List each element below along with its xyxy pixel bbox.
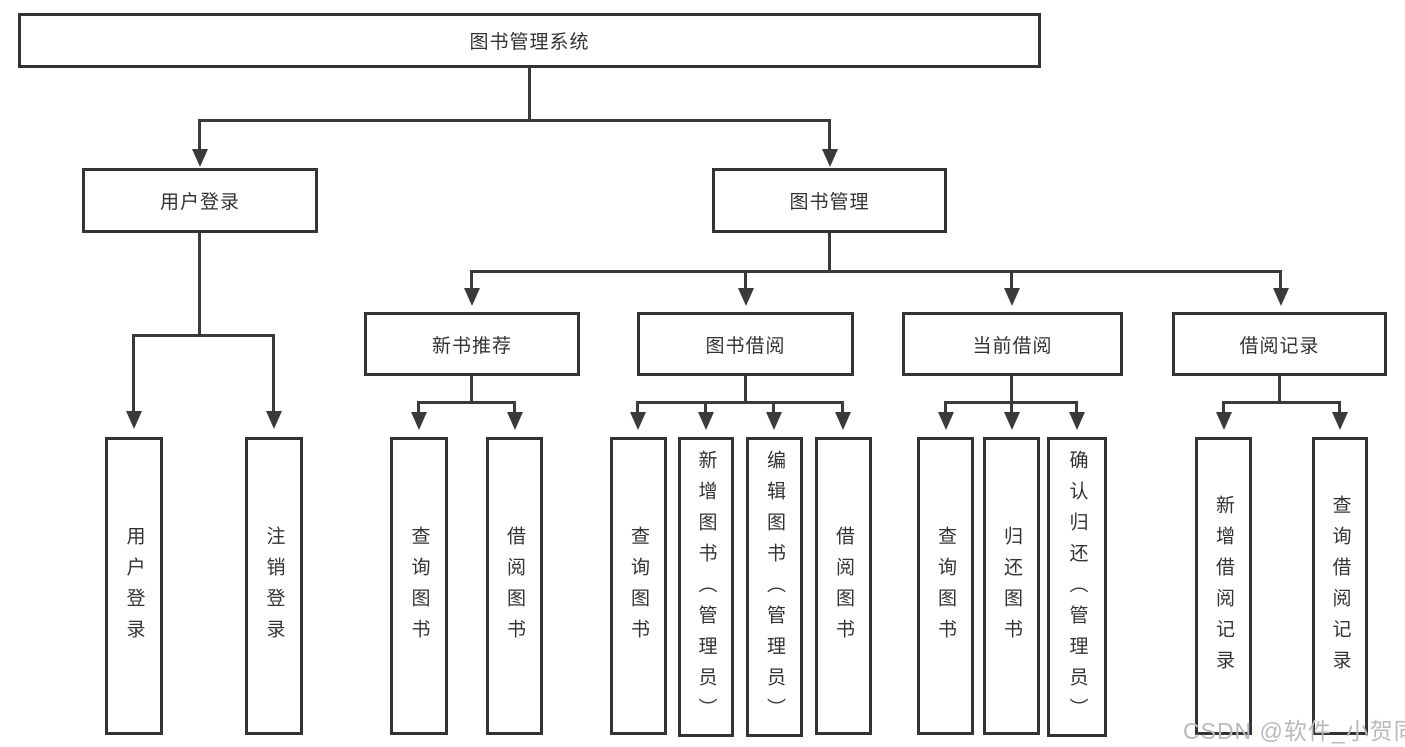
arrow-borrow bbox=[738, 288, 754, 306]
connector-drop-recommend bbox=[470, 270, 473, 289]
arrow-g3-1 bbox=[630, 412, 646, 430]
connector-records-rail bbox=[1222, 401, 1341, 404]
connector-drop-records bbox=[1279, 270, 1282, 289]
arrow-g4-1 bbox=[938, 412, 954, 430]
connector-drop-leaf-login bbox=[132, 334, 135, 412]
connector-borrow-stem bbox=[744, 376, 747, 404]
connector-drop-current bbox=[1010, 270, 1013, 289]
leaf-query-books-borrow: 查询图书 bbox=[610, 437, 667, 735]
connector-drop-g3-3 bbox=[772, 401, 775, 413]
arrow-g5-1 bbox=[1216, 412, 1232, 430]
arrow-g3-4 bbox=[835, 412, 851, 430]
arrow-leaf-logout bbox=[266, 411, 282, 429]
connector-drop-leaf-logout bbox=[272, 334, 275, 412]
leaf-logout: 注销登录 bbox=[245, 437, 303, 735]
node-book-management: 图书管理 bbox=[712, 168, 947, 233]
connector-borrow-rail bbox=[636, 401, 844, 404]
arrow-user-login bbox=[192, 149, 208, 167]
leaf-user-login: 用户登录 bbox=[105, 437, 163, 735]
node-root: 图书管理系统 bbox=[18, 13, 1041, 68]
connector-drop-user-login bbox=[198, 119, 201, 151]
leaf-return-book: 归还图书 bbox=[983, 437, 1040, 735]
connector-recommend-stem bbox=[470, 376, 473, 404]
connector-bookmgmt-rail bbox=[470, 270, 1282, 273]
node-new-book-recommend: 新书推荐 bbox=[364, 312, 580, 376]
connector-drop-borrow bbox=[744, 270, 747, 289]
connector-root-stem bbox=[528, 68, 531, 121]
connector-drop-g4-3 bbox=[1075, 401, 1078, 413]
connector-drop-g5-2 bbox=[1338, 401, 1341, 413]
connector-drop-g5-1 bbox=[1222, 401, 1225, 413]
arrow-g4-2 bbox=[1004, 412, 1020, 430]
connector-drop-g3-2 bbox=[704, 401, 707, 413]
leaf-confirm-return-admin: 确认归还（管理员） bbox=[1047, 437, 1107, 737]
node-user-login: 用户登录 bbox=[82, 168, 318, 233]
arrow-g3-2 bbox=[698, 412, 714, 430]
arrow-book-management bbox=[822, 149, 838, 167]
connector-current-stem bbox=[1010, 376, 1013, 404]
connector-recommend-rail bbox=[417, 401, 516, 404]
leaf-query-books-recommend: 查询图书 bbox=[390, 437, 448, 735]
arrow-g2-1 bbox=[411, 412, 427, 430]
arrow-g4-3 bbox=[1069, 412, 1085, 430]
node-book-borrow: 图书借阅 bbox=[637, 312, 854, 376]
leaf-edit-book-admin: 编辑图书（管理员） bbox=[746, 437, 803, 737]
leaf-add-book-admin: 新增图书（管理员） bbox=[678, 437, 734, 737]
connector-drop-g2-1 bbox=[417, 401, 420, 413]
connector-bookmgmt-stem bbox=[828, 233, 831, 273]
arrow-g2-2 bbox=[507, 412, 523, 430]
node-current-borrow: 当前借阅 bbox=[902, 312, 1123, 376]
connector-root-rail bbox=[198, 119, 831, 122]
node-borrow-records: 借阅记录 bbox=[1172, 312, 1387, 376]
connector-drop-g3-1 bbox=[636, 401, 639, 413]
arrow-current bbox=[1004, 288, 1020, 306]
leaf-borrow-books-borrow: 借阅图书 bbox=[815, 437, 872, 735]
csdn-watermark: CSDN @软件_小贺同学 bbox=[1183, 718, 1405, 744]
arrow-g3-3 bbox=[766, 412, 782, 430]
connector-userlogin-stem bbox=[198, 233, 201, 337]
connector-drop-g2-2 bbox=[513, 401, 516, 413]
leaf-query-borrow-record: 查询借阅记录 bbox=[1312, 437, 1368, 735]
leaf-query-books-current: 查询图书 bbox=[917, 437, 974, 735]
leaf-borrow-books-recommend: 借阅图书 bbox=[486, 437, 543, 735]
connector-drop-g4-1 bbox=[944, 401, 947, 413]
leaf-add-borrow-record: 新增借阅记录 bbox=[1195, 437, 1252, 735]
connector-userlogin-rail bbox=[132, 334, 275, 337]
arrow-leaf-login bbox=[126, 411, 142, 429]
arrow-g5-2 bbox=[1332, 412, 1348, 430]
connector-drop-book-management bbox=[828, 119, 831, 151]
arrow-recommend bbox=[464, 288, 480, 306]
connector-drop-g3-4 bbox=[841, 401, 844, 413]
connector-drop-g4-2 bbox=[1010, 401, 1013, 413]
connector-records-stem bbox=[1278, 376, 1281, 404]
arrow-records bbox=[1273, 288, 1289, 306]
